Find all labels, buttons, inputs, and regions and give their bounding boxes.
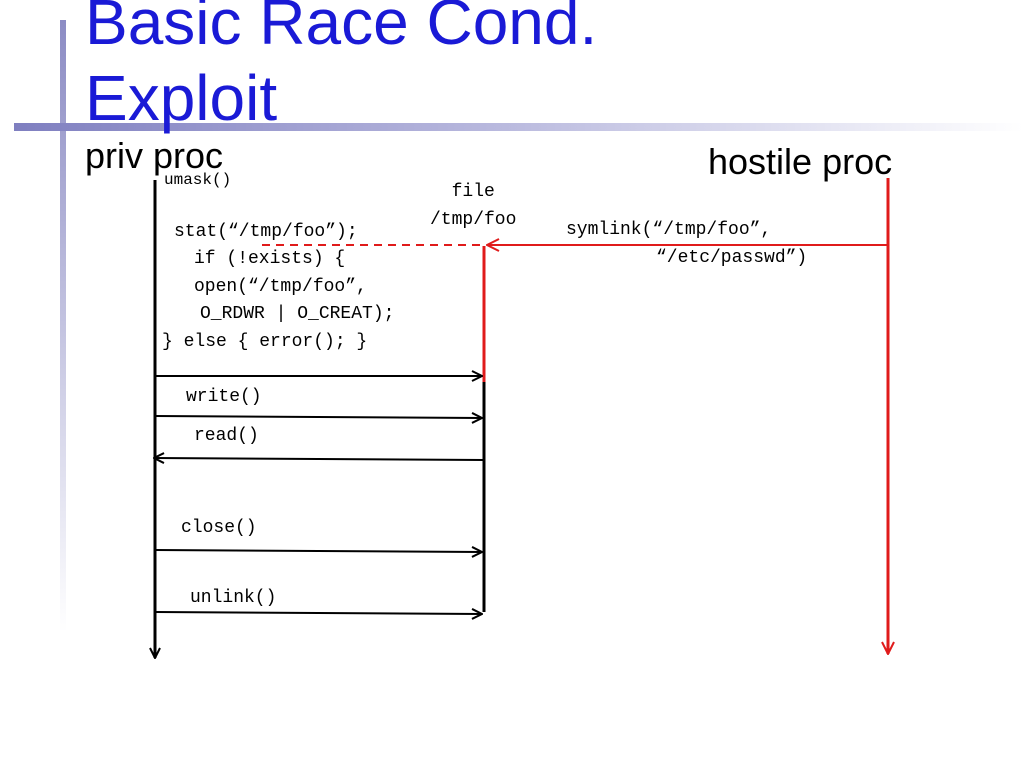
read-arrow bbox=[154, 458, 485, 460]
slide-title: Basic Race Cond. Exploit bbox=[85, 0, 598, 134]
file-label: file /tmp/foo bbox=[430, 182, 517, 230]
stat-call: stat(“/tmp/foo”); bbox=[174, 222, 358, 242]
symlink-call-line2: “/etc/passwd”) bbox=[656, 248, 808, 268]
close-arrow bbox=[154, 550, 482, 552]
open-call: open(“/tmp/foo”, bbox=[194, 277, 367, 297]
symlink-call-line1: symlink(“/tmp/foo”, bbox=[566, 220, 772, 240]
priv-proc-label: priv proc bbox=[85, 135, 224, 176]
else-error-line: } else { error(); } bbox=[162, 332, 368, 352]
read-call: read() bbox=[194, 426, 259, 446]
write-arrow bbox=[154, 416, 482, 418]
hostile-proc-label: hostile proc bbox=[708, 141, 893, 182]
umask-call: umask() bbox=[164, 171, 232, 189]
unlink-arrow bbox=[154, 612, 482, 614]
close-call: close() bbox=[181, 518, 257, 538]
unlink-call: unlink() bbox=[190, 588, 277, 608]
open-flags: O_RDWR | O_CREAT); bbox=[200, 304, 395, 324]
decorative-horizontal-bar bbox=[14, 123, 1023, 131]
if-exists-line: if (!exists) { bbox=[194, 249, 346, 269]
write-call: write() bbox=[186, 387, 262, 407]
decorative-vertical-bar bbox=[60, 20, 66, 632]
